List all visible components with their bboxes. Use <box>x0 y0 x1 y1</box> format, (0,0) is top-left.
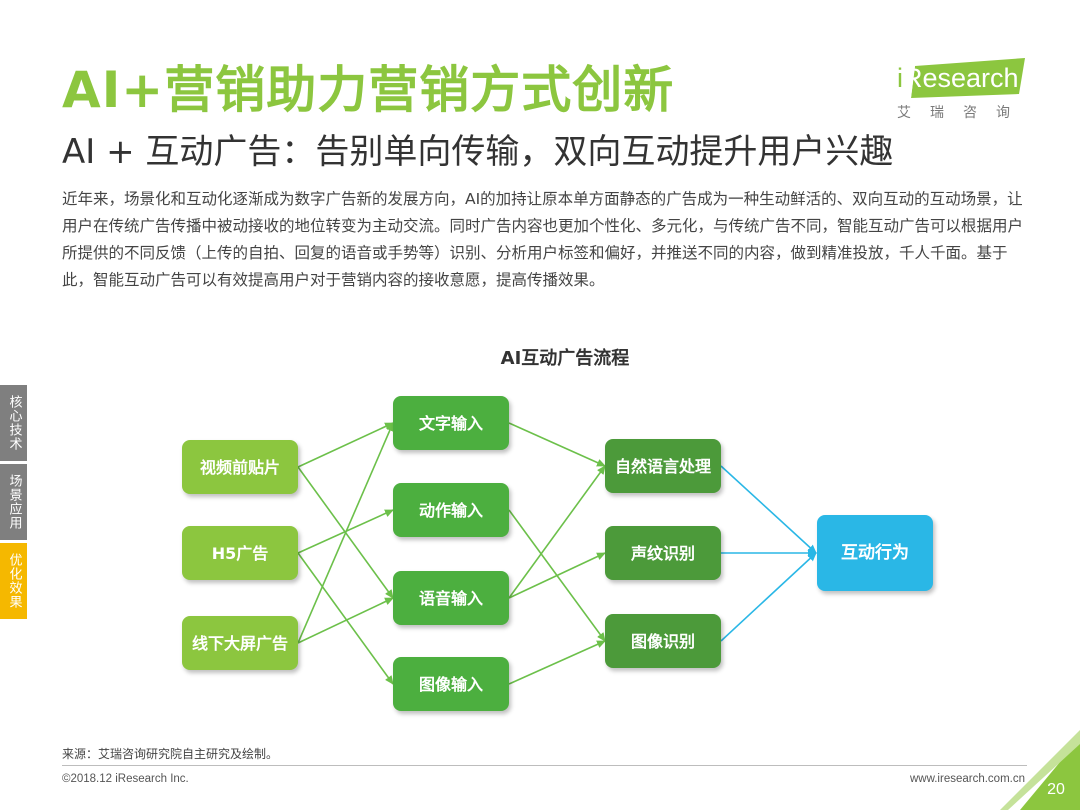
logo-chinese: 艾瑞咨询 <box>897 105 1029 121</box>
side-tab-scenario[interactable]: 场景应用 <box>0 464 27 540</box>
logo-banner-shape <box>893 58 1025 98</box>
node-image-input: 图像输入 <box>393 657 509 711</box>
arrow-voice-vpr <box>508 552 606 599</box>
page-subtitle: AI + 互动广告：告别单向传输，双向互动提升用户兴趣 <box>62 132 894 172</box>
arrow-img-out <box>720 552 817 642</box>
website-link[interactable]: www.iresearch.com.cn <box>909 773 1025 785</box>
node-voice-input: 语音输入 <box>393 571 509 625</box>
node-action-input: 动作输入 <box>393 483 509 537</box>
node-nlp: 自然语言处理 <box>605 439 721 493</box>
node-voiceprint: 声纹识别 <box>605 526 721 580</box>
arrow-image-img <box>508 640 606 685</box>
node-h5-ad: H5广告 <box>182 526 298 580</box>
node-image-recognition: 图像识别 <box>605 614 721 668</box>
side-tabs: 核心技术 场景应用 优化效果 <box>0 385 27 622</box>
page-title: AI+营销助力营销方式创新 <box>62 61 675 119</box>
page-corner-shape <box>1000 730 1080 810</box>
source-note: 来源：艾瑞咨询研究院自主研究及绘制。 <box>62 747 279 761</box>
arrow-src3-voice <box>297 597 394 644</box>
node-interactive-behavior: 互动行为 <box>817 515 933 591</box>
arrow-src2-image <box>297 552 394 685</box>
arrow-src1-text <box>297 422 394 468</box>
arrow-nlp-out <box>720 465 817 554</box>
arrow-src3-text <box>297 422 394 644</box>
body-paragraph: 近年来，场景化和互动化逐渐成为数字广告新的发展方向，AI的加持让原本单方面静态的… <box>62 190 1024 289</box>
arrow-voice-nlp <box>508 465 606 599</box>
logo-wordmark: iResearch <box>893 60 1019 96</box>
side-tab-core-tech[interactable]: 核心技术 <box>0 385 27 461</box>
page-number: 20 <box>1047 781 1065 798</box>
arrow-text-nlp <box>508 422 606 467</box>
node-offline-screen: 线下大屏广告 <box>182 616 298 670</box>
diagram-title: AI互动广告流程 <box>500 348 630 369</box>
side-tab-effect[interactable]: 优化效果 <box>0 543 27 619</box>
node-video-preroll: 视频前贴片 <box>182 440 298 494</box>
footer-divider <box>62 765 1027 766</box>
iresearch-logo: iResearch 艾瑞咨询 <box>893 58 1033 126</box>
node-text-input: 文字输入 <box>393 396 509 450</box>
copyright: ©2018.12 iResearch Inc. <box>62 773 189 785</box>
logo-research: Research <box>903 63 1019 93</box>
logo-i: i <box>897 63 903 93</box>
